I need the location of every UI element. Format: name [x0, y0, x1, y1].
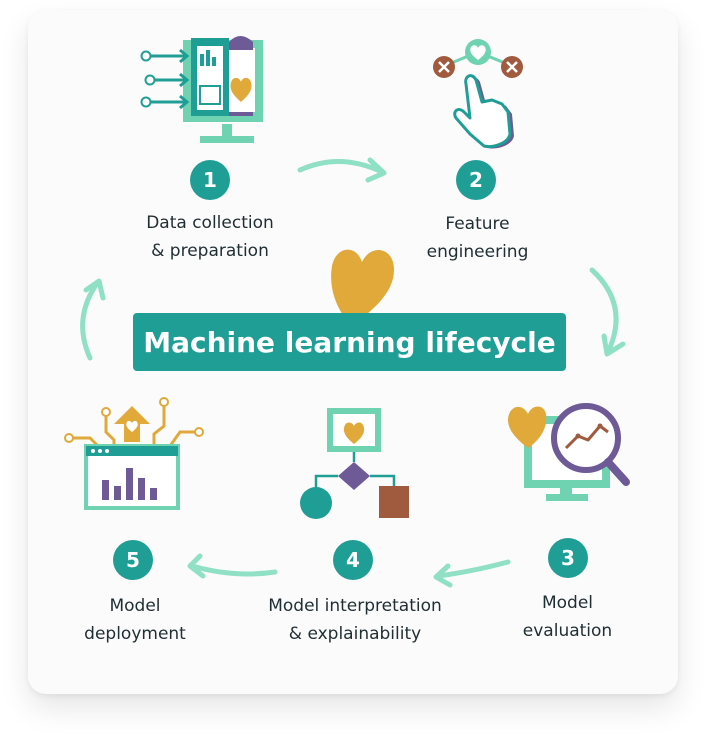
step-1-line-1: Data collection	[146, 213, 274, 233]
cycle-arrows	[80, 157, 626, 588]
step-5-line-1: Model	[109, 596, 161, 616]
arrow-2-to-3-head	[601, 333, 626, 357]
step-3-line-1: Model	[541, 593, 594, 613]
step-5-label: Model deployment	[70, 592, 200, 648]
step-5-badge: 5	[113, 540, 153, 580]
arrow-4-to-5	[189, 563, 278, 577]
magnifier-chart-icon	[508, 403, 630, 501]
arrow-5-to-1-head	[83, 278, 106, 301]
monitor-data-icon	[140, 36, 263, 143]
flowchart-icon	[300, 408, 409, 519]
step-2-line-2: engineering	[426, 242, 529, 262]
step-1-badge: 1	[190, 160, 230, 200]
arrow-3-to-4-head	[433, 563, 453, 588]
step-3-badge: 3	[548, 538, 588, 578]
step-1-line-2: & preparation	[151, 241, 269, 261]
step-4-line-2: & explainability	[288, 624, 422, 644]
step-2-line-1: Feature	[445, 214, 510, 234]
lifecycle-title: Machine learning lifecycle	[133, 313, 566, 371]
step-3-label: Model evaluation	[510, 589, 625, 645]
hand-pointer-icon	[433, 39, 523, 149]
arrow-4-to-5-head	[187, 553, 206, 579]
step-4-label: Model interpretation & explainability	[255, 592, 455, 648]
step-5-line-2: deployment	[84, 624, 186, 644]
step-4-line-1: Model interpretation	[268, 596, 442, 616]
arrow-3-to-4	[435, 559, 511, 579]
step-1-label: Data collection & preparation	[130, 209, 290, 265]
step-2-label: Feature engineering	[400, 210, 555, 266]
arrow-1-to-2	[297, 159, 385, 175]
step-2-badge: 2	[456, 160, 496, 200]
heart-icon	[331, 249, 394, 326]
arrow-2-to-3	[589, 267, 619, 355]
step-3-line-2: evaluation	[522, 621, 613, 641]
arrow-1-to-2-head	[365, 157, 387, 183]
arrow-5-to-1	[80, 279, 101, 361]
step-4-badge: 4	[333, 540, 373, 580]
deploy-dashboard-icon	[64, 397, 204, 510]
